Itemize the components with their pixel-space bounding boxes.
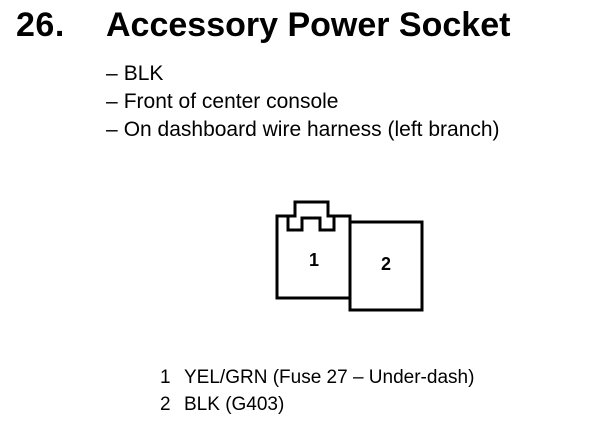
pin-row: 2 BLK (G403) (160, 391, 474, 418)
pin-number: 2 (160, 394, 171, 415)
connector-cavity-1 (275, 200, 352, 300)
pin-list: 1 YEL/GRN (Fuse 27 – Under-dash) 2 BLK (G4… (160, 364, 474, 418)
detail-color: –BLK (106, 60, 500, 88)
pin-description: BLK (G403) (184, 394, 285, 415)
detail-dash: – (106, 62, 118, 85)
detail-text: Front of center console (123, 90, 339, 113)
terminal-2-label: 2 (381, 254, 391, 274)
detail-dash: – (106, 90, 118, 113)
detail-text: BLK (123, 62, 164, 85)
lock-tab-detail (286, 216, 336, 232)
connector-details: –BLK –Front of center console –On dashbo… (106, 60, 500, 144)
terminal-1-label: 1 (309, 250, 319, 270)
detail-dash: – (106, 118, 118, 141)
connector-cavity-2 (348, 220, 424, 312)
section-number: 26. (16, 6, 65, 44)
connector-diagram: 1 2 (275, 200, 424, 312)
detail-harness: –On dashboard wire harness (left branch) (106, 116, 500, 144)
detail-text: On dashboard wire harness (left branch) (123, 118, 500, 141)
pin-description: YEL/GRN (Fuse 27 – Under-dash) (184, 367, 475, 388)
detail-location: –Front of center console (106, 88, 500, 116)
pin-number: 1 (160, 367, 171, 388)
pin-row: 1 YEL/GRN (Fuse 27 – Under-dash) (160, 364, 474, 391)
section-title: Accessory Power Socket (106, 6, 511, 44)
